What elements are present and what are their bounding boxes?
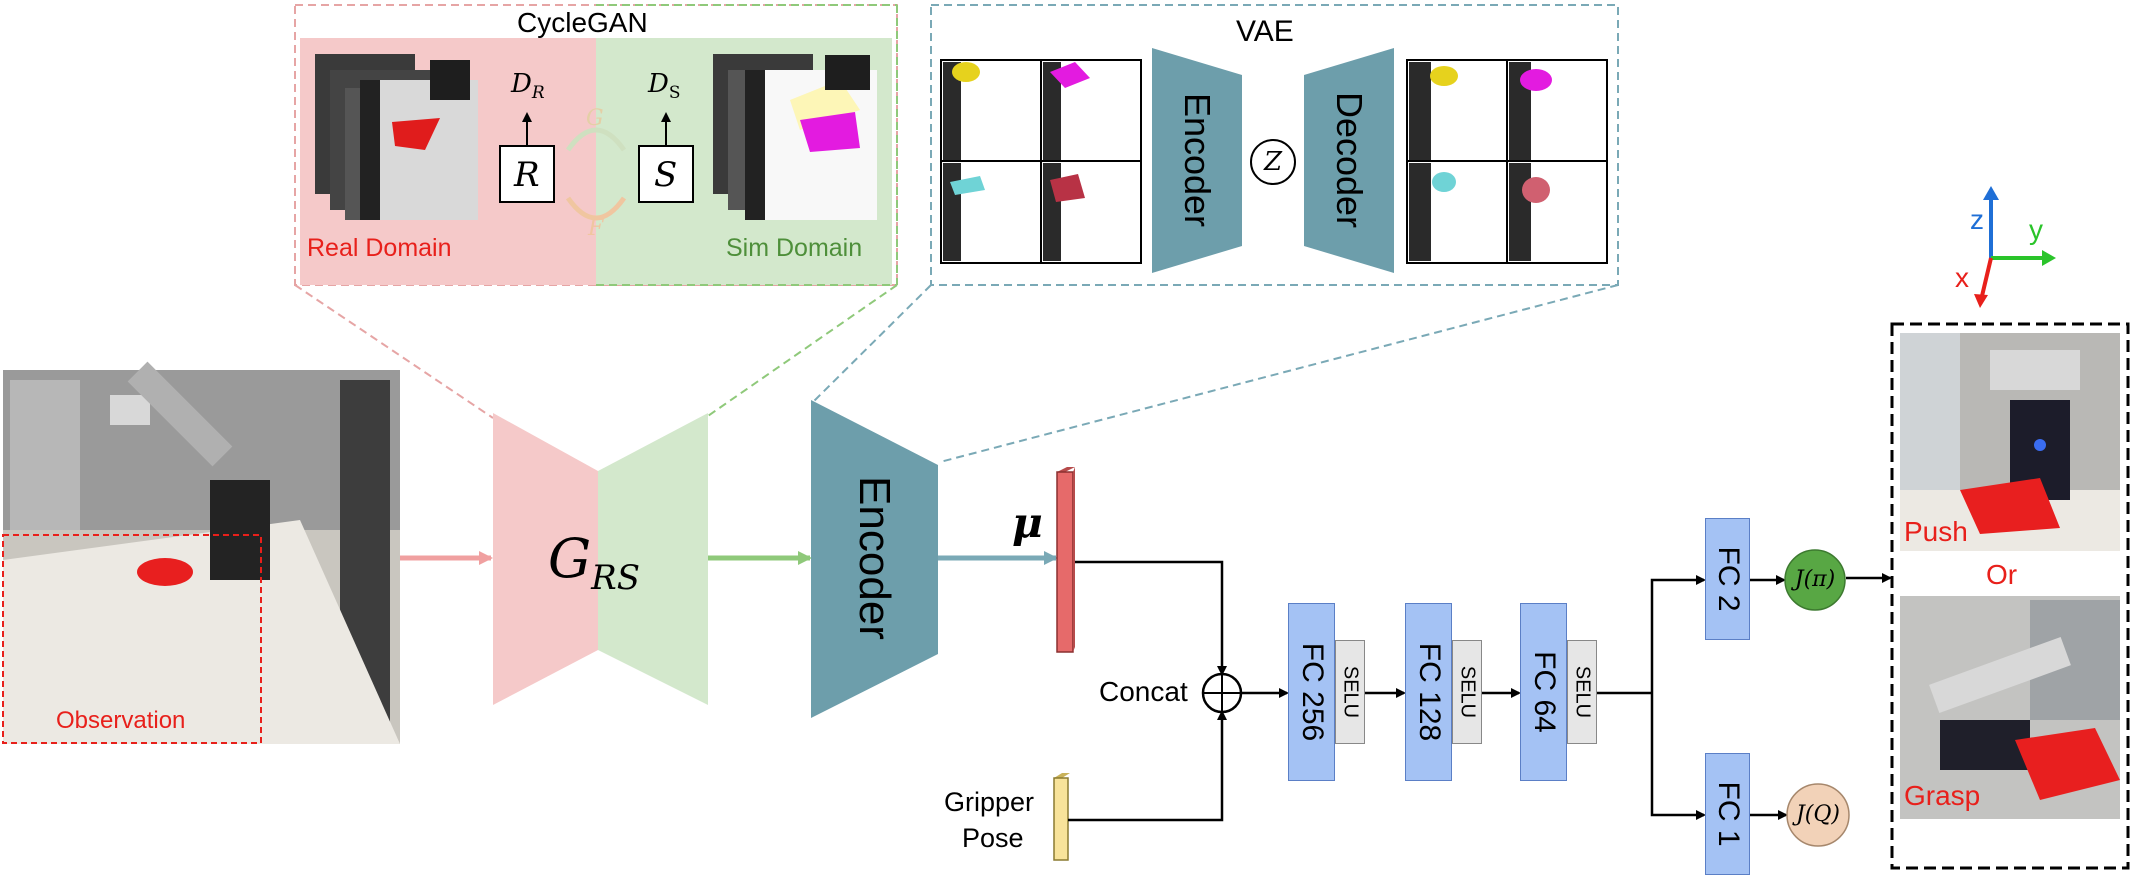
selu-3-text: SELU	[1571, 665, 1594, 719]
fc2-layer: FC 2	[1705, 518, 1750, 640]
cyclegan-panel	[294, 4, 898, 286]
d-r-label: DR	[511, 71, 545, 102]
fc256-layer: FC 256	[1288, 603, 1335, 781]
vae-title: VAE	[1236, 15, 1294, 48]
observation-label: Observation	[56, 707, 186, 734]
fc128-layer: FC 128	[1405, 603, 1452, 781]
fc64-layer: FC 64	[1520, 603, 1567, 781]
d-r-sub: R	[531, 83, 545, 104]
cyclegan-title: CycleGAN	[517, 7, 648, 38]
gripper-label-line2: Pose	[962, 823, 1024, 853]
d-r-text: D	[511, 69, 532, 99]
observation-photo	[2, 361, 400, 744]
axis-y-label: y	[2029, 214, 2043, 245]
gripper-pose-vector	[1053, 773, 1070, 861]
cyclegan-connector-right	[704, 284, 898, 419]
s-box-label: S	[654, 155, 678, 195]
fc128-text: FC 128	[1412, 642, 1446, 742]
generator-sub: RS	[591, 557, 641, 598]
gripper-label-line1: Gripper	[944, 787, 1035, 817]
mu-vector	[1056, 467, 1075, 653]
fc2-text: FC 2	[1711, 546, 1745, 612]
axes-indicator	[1974, 186, 2056, 308]
real-domain-label: Real Domain	[307, 234, 452, 262]
grasp-photo	[1900, 596, 2120, 819]
generator-text: G	[548, 527, 592, 590]
g-arrow-label: G	[586, 106, 604, 131]
actions-box	[1890, 322, 2130, 870]
to-fc1-line	[1650, 693, 1706, 820]
fc1-text: FC 1	[1711, 781, 1745, 847]
j-q-label: J(Q)	[1795, 802, 1841, 827]
g-cycle-arrow	[565, 127, 627, 152]
mu-label: μ	[1012, 498, 1043, 547]
sim-domain-label: Sim Domain	[726, 234, 863, 262]
fc256-text: FC 256	[1295, 642, 1329, 742]
axis-x-label: x	[1955, 262, 1969, 293]
r-box	[499, 145, 555, 203]
selu-2: SELU	[1452, 640, 1482, 744]
to-fc2-line	[1650, 575, 1706, 693]
d-s-text: D	[648, 69, 669, 99]
vae-output-grid	[1406, 59, 1608, 264]
push-label: Push	[1904, 516, 1968, 547]
concat-label: Concat	[1099, 676, 1188, 707]
latent-z-label: Z	[1264, 147, 1283, 177]
grasp-label: Grasp	[1904, 780, 1981, 811]
selu-3: SELU	[1567, 640, 1597, 744]
r-box-label: R	[514, 155, 540, 195]
gripper-to-concat-line	[1068, 710, 1227, 822]
real-image-stack	[315, 54, 478, 220]
selu-1: SELU	[1335, 640, 1365, 744]
selu-2-text: SELU	[1456, 665, 1479, 719]
j-q-circle	[1786, 783, 1850, 847]
selu-1-text: SELU	[1339, 665, 1362, 719]
vae-connector-right	[939, 284, 1619, 463]
generator-label: GRS	[548, 532, 640, 595]
vae-input-grid	[940, 59, 1142, 264]
axis-z-label: z	[1970, 204, 1984, 235]
s-box	[638, 145, 694, 203]
concat-circle	[1201, 672, 1243, 714]
sim-image-stack	[713, 54, 877, 220]
d-s-label: DS	[648, 71, 681, 102]
vae-encoder-label: Encoder	[1177, 92, 1218, 228]
mu-to-concat-line	[1075, 560, 1227, 676]
generator-grs	[493, 413, 708, 705]
or-label: Or	[1986, 559, 2018, 590]
f-cycle-arrow	[565, 196, 627, 221]
latent-circle	[1250, 139, 1296, 185]
fc64-text: FC 64	[1527, 651, 1561, 733]
vae-encoder-shape	[1152, 48, 1242, 273]
main-encoder-label: Encoder	[850, 476, 899, 640]
main-encoder-shape	[811, 400, 938, 718]
vae-decoder-shape	[1304, 48, 1394, 273]
vae-connector-left	[810, 284, 932, 405]
fc1-layer: FC 1	[1705, 753, 1750, 875]
j-pi-label: J(π)	[1794, 567, 1836, 592]
j-pi-circle	[1784, 549, 1846, 611]
vae-decoder-label: Decoder	[1329, 91, 1370, 229]
push-photo	[1900, 333, 2120, 551]
f-arrow-label: F	[588, 216, 604, 241]
d-s-sub: S	[668, 83, 681, 104]
vae-panel	[930, 4, 1619, 286]
cyclegan-connector-left	[294, 284, 494, 419]
